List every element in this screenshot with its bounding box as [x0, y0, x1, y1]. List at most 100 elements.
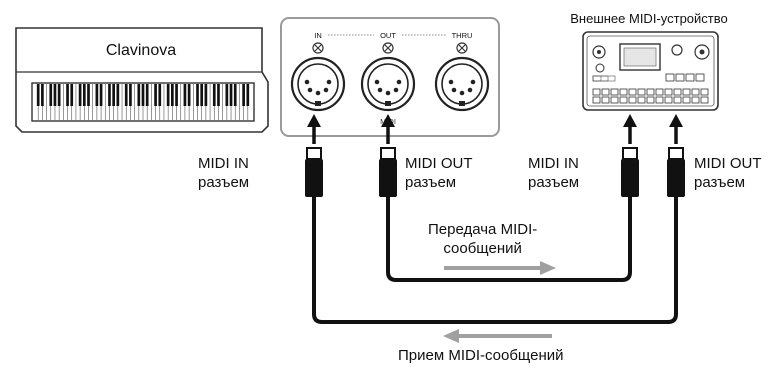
device-pad — [664, 88, 673, 96]
external-device-title: Внешнее MIDI-устройство — [570, 11, 728, 26]
receive-flow-arrow — [443, 329, 552, 343]
device-pad — [628, 88, 637, 96]
device-pad — [592, 88, 601, 96]
black-key — [225, 84, 229, 106]
device-pad — [682, 88, 691, 96]
device-pad — [682, 96, 691, 104]
black-key — [129, 84, 132, 106]
device-in-plug — [621, 147, 639, 197]
midi-thru-port — [434, 56, 490, 112]
device-pad — [665, 73, 675, 82]
screw-icons — [312, 42, 468, 54]
black-key — [204, 84, 208, 106]
black-key — [108, 84, 111, 106]
piano-out-plug — [379, 147, 397, 197]
black-key — [87, 84, 90, 106]
black-key — [49, 84, 53, 106]
device-pad — [628, 96, 637, 104]
label-line: разъем — [694, 174, 746, 191]
black-key — [246, 84, 250, 106]
black-key — [229, 84, 233, 106]
black-key — [212, 84, 216, 106]
device-pad — [601, 96, 610, 104]
up-arrow-icon — [307, 114, 321, 144]
device-midi-out-label: MIDI OUT разъем — [694, 154, 762, 192]
black-key — [242, 84, 245, 106]
midi-terminal-panel: IN OUT THRU MIDI — [280, 17, 500, 137]
device-pad — [601, 88, 610, 96]
device-pad — [685, 73, 695, 82]
device-pad — [691, 96, 700, 104]
black-key — [95, 84, 99, 106]
up-arrow-icon — [623, 114, 637, 144]
black-key — [233, 84, 237, 106]
device-pad — [619, 88, 628, 96]
device-pad — [700, 96, 709, 104]
device-slider — [592, 75, 616, 82]
black-key — [36, 84, 40, 106]
black-key — [70, 84, 74, 106]
black-key — [200, 84, 204, 106]
black-key — [82, 84, 86, 106]
black-key — [41, 84, 44, 106]
receive-flow-label: Прием MIDI-сообщений — [398, 347, 564, 364]
black-key — [124, 84, 128, 106]
device-knobs — [592, 44, 710, 73]
midi-thru-port-label: THRU — [452, 31, 473, 40]
label-line: MIDI OUT — [405, 155, 473, 172]
transmit-cable — [386, 196, 632, 282]
device-pad — [673, 88, 682, 96]
black-key — [78, 84, 82, 106]
device-pad — [646, 88, 655, 96]
device-pad — [610, 96, 619, 104]
device-pad — [637, 88, 646, 96]
up-arrow-icon — [381, 114, 395, 144]
device-pad — [664, 96, 673, 104]
black-key — [171, 84, 174, 106]
label-line: разъем — [405, 174, 457, 191]
device-pad — [691, 88, 700, 96]
black-key — [217, 84, 220, 106]
black-key — [141, 84, 145, 106]
black-key — [116, 84, 120, 106]
label-line: Передача MIDI- — [428, 221, 538, 238]
device-out-plug — [667, 147, 685, 197]
device-buttons — [592, 73, 709, 104]
piano-midi-in-label: MIDI IN разъем — [198, 154, 249, 192]
black-key — [53, 84, 57, 106]
black-key — [196, 84, 199, 106]
midi-out-port — [360, 56, 416, 112]
device-pad — [673, 96, 682, 104]
device-pad — [655, 96, 664, 104]
black-key — [145, 84, 149, 106]
device-pad — [592, 96, 601, 104]
black-key — [66, 84, 69, 106]
piano-in-plug — [305, 147, 323, 197]
label-line: MIDI OUT — [694, 155, 762, 172]
black-key — [183, 84, 187, 106]
black-key — [154, 84, 157, 106]
piano-midi-out-label: MIDI OUT разъем — [405, 154, 473, 192]
device-pad — [619, 96, 628, 104]
black-key — [57, 84, 61, 106]
label-line: MIDI IN — [528, 155, 579, 172]
label-line: MIDI IN — [198, 155, 249, 172]
midi-in-port-label: IN — [314, 31, 322, 40]
black-key — [166, 84, 170, 106]
transmit-flow-label: Передача MIDI- сообщений — [428, 220, 537, 258]
clavinova-piano: Clavinova — [15, 27, 269, 133]
device-pad — [637, 96, 646, 104]
black-key — [187, 84, 191, 106]
label-line: разъем — [528, 174, 580, 191]
device-midi-in-label: MIDI IN разъем — [528, 154, 579, 192]
device-pad — [695, 73, 705, 82]
black-key — [99, 84, 103, 106]
black-key — [175, 84, 178, 106]
label-line: разъем — [198, 174, 250, 191]
device-pad — [646, 96, 655, 104]
black-key — [112, 84, 115, 106]
transmit-flow-arrow — [444, 261, 556, 275]
up-arrow-icon — [669, 114, 683, 144]
black-key — [137, 84, 141, 106]
